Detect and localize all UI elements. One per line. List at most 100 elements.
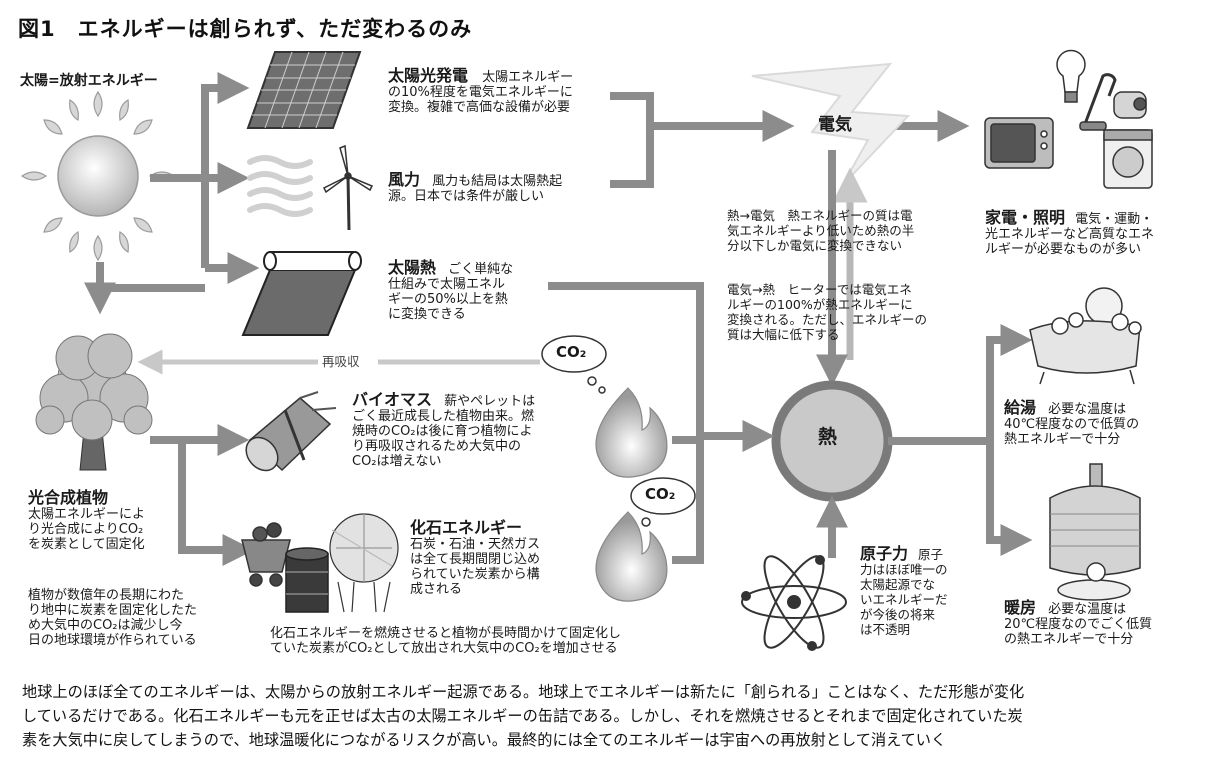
solar-heat-desc-1: ごく単純な xyxy=(448,262,514,277)
sun-label: 太陽=放射エネルギー xyxy=(20,73,158,89)
solar-pv-desc-1: 太陽エネルギー xyxy=(482,70,574,85)
appliances-desc-2: 光エネルギーなど高質なエネ xyxy=(985,227,1155,242)
flame-icon-biomass xyxy=(595,387,668,478)
wind-block: 風力 風力も結局は太陽熱起 源。日本では条件が厳しい xyxy=(388,170,563,205)
elec-to-heat-note: 電気→熱 ヒーターでは電気エネ ルギーの100%が熱エネルギーに 変換される。た… xyxy=(727,282,927,342)
photosynthesis-name: 光合成植物 xyxy=(28,488,109,507)
plant-note: 植物が数億年の長期にわた り地中に炭素を固定化したた め大気中のCO₂は減少し今… xyxy=(28,588,197,648)
fossil-desc-1: 石炭・石油・天然ガス xyxy=(410,537,541,552)
footer-paragraph: 地球上のほぼ全てのエネルギーは、太陽からの放射エネルギー起源である。地球上でエネ… xyxy=(22,680,1187,752)
solar-pv-desc-2: の10%程度を電気エネルギーに xyxy=(388,85,573,100)
nuclear-desc-4: いエネルギーだ xyxy=(860,592,948,607)
nuclear-desc-2: 力はほぼ唯一の xyxy=(860,562,948,577)
heating-desc-2: 20℃程度なのでごく低質 xyxy=(1004,617,1153,632)
hot-water-desc-3: 熱エネルギーで十分 xyxy=(1004,432,1121,447)
solar-thermal-icon xyxy=(241,251,362,336)
biomass-desc-3: 焼時のCO₂は後に育つ植物によ xyxy=(352,424,533,439)
appliances-desc-1: 電気・運動・ xyxy=(1075,212,1154,227)
plant-note-2: り地中に炭素を固定化したた xyxy=(28,603,198,618)
fossil-desc-3: られていた炭素から構 xyxy=(410,567,540,582)
biomass-desc-5: CO₂は増えない xyxy=(352,454,442,469)
oil-drum-icon xyxy=(285,547,329,613)
footer-line-2: しているだけである。化石エネルギーも元を正せば太古の太陽エネルギーの缶詰である。… xyxy=(22,707,1023,725)
fossil-desc-4: 成される xyxy=(410,582,463,597)
appliances-block: 家電・照明 電気・運動・ 光エネルギーなど高質なエネ ルギーが必要なものが多い xyxy=(985,208,1155,258)
solar-pv-desc-3: 変換。複雑で高価な設備が必要 xyxy=(388,100,571,115)
heat-to-elec-note: 熱→電気 熱エネルギーの質は電 気エネルギーより低いため熱の半 分以下しか電気に… xyxy=(727,208,914,253)
solar-heat-desc-2: 仕組みで太陽エネル xyxy=(388,277,506,292)
electricity-label: 電気 xyxy=(818,115,852,135)
photosynthesis-desc-1: 太陽エネルギーによ xyxy=(28,507,146,522)
elec-to-heat-1: 電気→熱 ヒーターでは電気エネ xyxy=(727,282,912,297)
solar-heat-desc-3: ギーの50%以上を熱 xyxy=(388,292,508,307)
nuclear-block: 原子力 原子 力はほぼ唯一の 太陽起源でな いエネルギーだ が今後の将来 は不透… xyxy=(860,544,948,638)
biomass-block: バイオマス 薪やペレットは ごく最近成長した植物由来。燃 焼時のCO₂は後に育つ… xyxy=(352,390,536,470)
solar-heat-name: 太陽熱 xyxy=(388,258,437,277)
appliances-icon xyxy=(984,49,1153,189)
hot-water-block: 給湯 必要な温度は 40℃程度なので低質の 熱エネルギーで十分 xyxy=(1004,398,1140,448)
stove-icon xyxy=(1049,463,1141,601)
wind-turbine-icon xyxy=(322,144,374,231)
solar-panel-icon xyxy=(246,51,362,129)
appliances-desc-3: ルギーが必要なものが多い xyxy=(985,242,1142,257)
nuclear-desc-3: 太陽起源でな xyxy=(860,577,936,592)
appliances-name: 家電・照明 xyxy=(985,208,1066,227)
fossil-block: 化石エネルギー 石炭・石油・天然ガス は全て長期間閉じ込め られていた炭素から構… xyxy=(410,518,541,598)
nuclear-desc-6: は不透明 xyxy=(860,622,911,637)
page-title: 図1 エネルギーは創られず、ただ変わるのみ xyxy=(18,17,473,41)
photosynthesis-block: 光合成植物 太陽エネルギーによ り光合成によりCO₂ を炭素として固定化 xyxy=(28,488,146,553)
plant-note-1: 植物が数億年の長期にわた xyxy=(28,588,185,603)
co2-label-bottom: CO₂ xyxy=(645,485,676,503)
co2-label-top: CO₂ xyxy=(556,343,587,361)
fossil-note-2: ていた炭素がCO₂として放出され大気中のCO₂を増加させる xyxy=(270,641,618,656)
wind-name: 風力 xyxy=(388,170,421,189)
coal-cart-icon xyxy=(241,522,291,587)
fossil-note-1: 化石エネルギーを燃焼させると植物が長時間かけて固定化し xyxy=(270,626,622,641)
heat-label: 熱 xyxy=(818,426,838,448)
biomass-desc-1: 薪やペレットは xyxy=(444,394,536,409)
nuclear-desc-1: 原子 xyxy=(918,547,944,562)
hot-water-desc-1: 必要な温度は xyxy=(1048,402,1127,417)
biomass-desc-2: ごく最近成長した植物由来。燃 xyxy=(352,409,535,424)
biomass-name: バイオマス xyxy=(352,390,433,409)
co2-bubble-top xyxy=(541,335,607,394)
photosynthesis-desc-2: り光合成によりCO₂ xyxy=(28,522,144,537)
wind-desc-2: 源。日本では条件が厳しい xyxy=(388,189,545,204)
firewood-icon xyxy=(245,391,337,472)
hot-water-name: 給湯 xyxy=(1004,398,1037,417)
gas-tank-icon xyxy=(329,513,399,613)
heat-to-elec-2: 気エネルギーより低いため熱の半 xyxy=(727,223,915,238)
reabsorb-label: 再吸収 xyxy=(322,354,360,369)
atom-icon xyxy=(741,555,847,651)
footer-line-3: 素を大気中に戻してしまうので、地球温暖化につながるリスクが高い。最終的には全ての… xyxy=(22,731,947,749)
heating-name: 暖房 xyxy=(1004,598,1037,617)
sun-icon xyxy=(20,90,176,262)
elec-to-heat-4: 質は大幅に低下する xyxy=(727,327,840,342)
solar-pv-name: 太陽光発電 xyxy=(388,66,469,85)
heating-desc-3: の熱エネルギーで十分 xyxy=(1004,632,1134,647)
plant-note-3: め大気中のCO₂は減少し今 xyxy=(28,618,183,633)
heat-to-elec-3: 分以下しか電気に変換できない xyxy=(727,238,903,253)
nuclear-name: 原子力 xyxy=(860,544,909,563)
hot-water-desc-2: 40℃程度なので低質の xyxy=(1004,417,1140,432)
heat-to-elec-1: 熱→電気 熱エネルギーの質は電 xyxy=(727,208,913,223)
fossil-desc-2: は全て長期間閉じ込め xyxy=(410,552,541,567)
heating-desc-1: 必要な温度は xyxy=(1048,602,1127,617)
fossil-name: 化石エネルギー xyxy=(410,518,523,537)
bath-icon xyxy=(1029,287,1142,385)
biomass-desc-4: り再吸収されるため大気中の xyxy=(352,439,522,454)
nuclear-desc-5: が今後の将来 xyxy=(860,607,936,622)
heating-block: 暖房 必要な温度は 20℃程度なのでごく低質 の熱エネルギーで十分 xyxy=(1004,598,1153,648)
fossil-note: 化石エネルギーを燃焼させると植物が長時間かけて固定化し ていた炭素がCO₂として… xyxy=(270,626,621,656)
flame-icon-fossil xyxy=(595,511,668,602)
solar-heat-desc-4: に変換できる xyxy=(388,307,466,322)
plant-note-4: 日の地球環境が作られている xyxy=(28,633,197,648)
footer-line-1: 地球上のほぼ全てのエネルギーは、太陽からの放射エネルギー起源である。地球上でエネ… xyxy=(22,683,1025,701)
solar-pv-block: 太陽光発電 太陽エネルギー の10%程度を電気エネルギーに 変換。複雑で高価な設… xyxy=(388,66,574,116)
solar-heat-block: 太陽熱 ごく単純な 仕組みで太陽エネル ギーの50%以上を熱 に変換できる xyxy=(388,258,514,323)
tree-icon xyxy=(35,333,153,471)
photosynthesis-desc-3: を炭素として固定化 xyxy=(28,537,145,552)
wind-desc-1: 風力も結局は太陽熱起 xyxy=(432,174,563,189)
wind-icon xyxy=(247,155,313,217)
